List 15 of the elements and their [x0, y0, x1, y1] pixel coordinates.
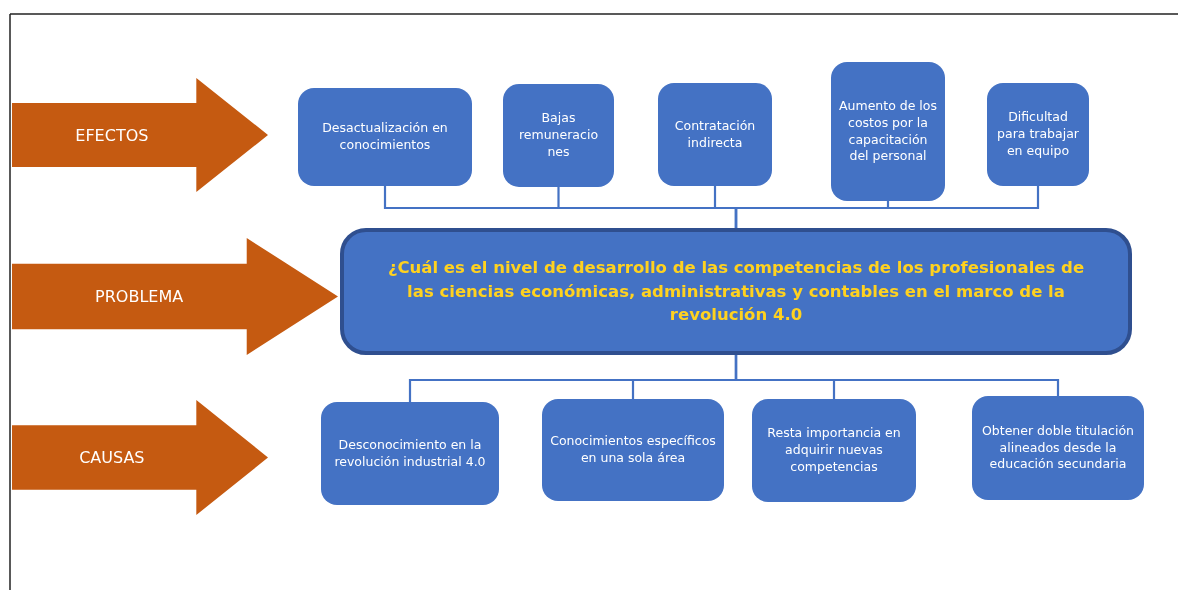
rounded-box: Bajas remuneracio nes — [503, 84, 614, 187]
rounded-box: Obtener doble titulación alineados desde la educación secundaria — [972, 396, 1144, 500]
arrow-label: PROBLEMA — [95, 287, 184, 306]
rounded-box: Dificultad para trabajar en equipo — [987, 83, 1089, 186]
rounded-box: Conocimientos específicos en una sola área — [542, 399, 724, 501]
rounded-box: Desconocimiento en la revolución industrial 4.0 — [321, 402, 499, 505]
rounded-box: Contratación indirecta — [658, 83, 772, 186]
rounded-box: Aumento de los costos por la capacitación del personal — [831, 62, 945, 201]
arrow-label: EFECTOS — [75, 125, 149, 145]
rounded-box: Resta importancia en adquirir nuevas competencias — [752, 399, 916, 502]
connector-line — [734, 186, 1040, 228]
rounded-box: Desactualización en conocimientos — [298, 88, 472, 186]
arrow-label: CAUSAS — [79, 448, 145, 467]
problem-box: ¿Cuál es el nivel de desarrollo de las competencias de los profesionales de las ciencias económicas, administrativas y contables en el marco de la revolución 4.0 — [340, 228, 1132, 355]
connector-line — [734, 355, 1060, 396]
